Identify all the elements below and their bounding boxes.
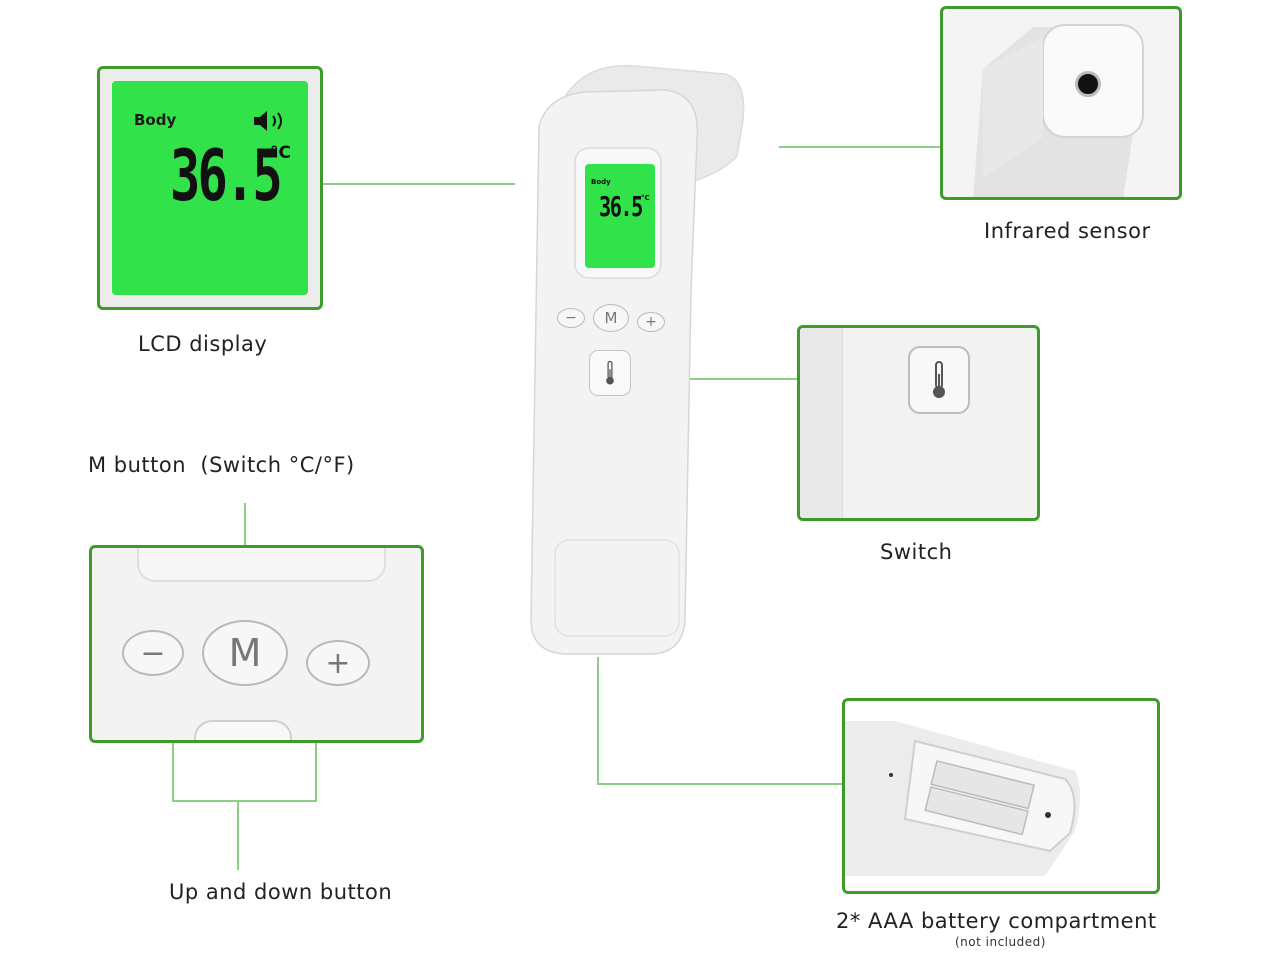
lcd-temperature: 36.5 [170,135,283,217]
m-button[interactable]: M [593,304,629,332]
thermometer-icon [933,361,945,398]
device-body-illustration [530,64,745,655]
switch-button-partial [194,720,292,740]
switch-button[interactable] [589,350,631,396]
label-up-down-button: Up and down button [169,880,393,904]
connector-battery-v [597,657,599,785]
lcd-screen-small: Body 36.5 °C [585,164,655,268]
sensor-lens-icon [1075,71,1101,97]
infrared-sensor-panel [940,6,1182,200]
lcd-display-panel: Body 36.5 °C [97,66,323,310]
label-infrared-sensor: Infrared sensor [984,219,1151,243]
connector-infrared [779,146,941,148]
label-switch: Switch [880,540,953,564]
connector-updown-h [172,800,317,802]
thermometer-icon [606,360,614,385]
connector-battery-h [597,783,843,785]
speaker-icon [252,109,294,137]
minus-button[interactable]: − [557,308,585,328]
connector-updown-v [237,800,239,870]
minus-button-large: − [122,630,184,676]
connector-switch [632,378,799,380]
lcd-small-mode: Body [591,178,611,186]
thermometer-device: Body 36.5 °C − M + [525,60,750,660]
switch-panel-edge [800,328,843,518]
lcd-screen-large: Body 36.5 °C [112,81,308,295]
label-battery-note: (not included) [955,935,1046,949]
m-button-large: M [202,620,288,686]
plus-button-large: + [306,640,370,686]
label-m-button: M button (Switch °C/°F) [88,453,355,477]
lcd-small-temperature: 36.5 [599,190,643,223]
lcd-unit: °C [270,143,291,163]
battery-compartment-panel [842,698,1160,894]
label-lcd-display: LCD display [138,332,268,356]
battery-illustration [845,721,1080,876]
lcd-small-unit: °C [641,194,650,202]
switch-panel [797,325,1040,521]
switch-button-large [908,346,970,414]
plus-button[interactable]: + [637,312,665,332]
buttons-panel: − M + [89,545,424,743]
connector-lcd [322,183,515,185]
label-battery-compartment: 2* AAA battery compartment [836,909,1157,933]
lcd-mode-label: Body [134,111,177,129]
sensor-head-illustration [973,24,1144,197]
panel-screen-edge [137,548,386,582]
